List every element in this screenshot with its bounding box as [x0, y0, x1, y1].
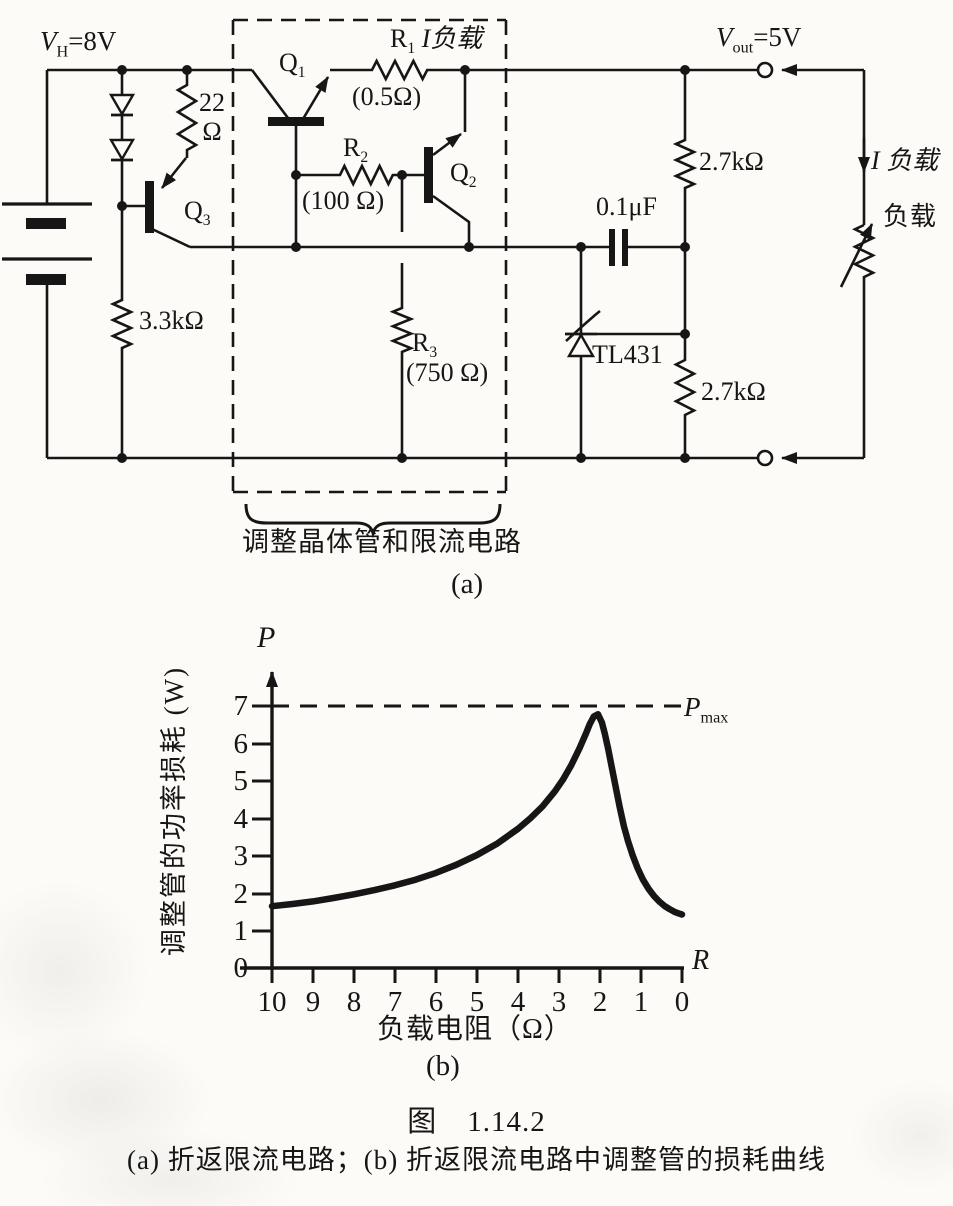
r2-value-label: (100 Ω) [302, 186, 385, 215]
battery [2, 70, 92, 458]
resistor-2k7-top [672, 70, 698, 334]
power-dissipation-chart [240, 671, 688, 983]
resistor-22 [175, 70, 199, 158]
dashed-box [231, 18, 508, 494]
subfigure-b-label: (b) [426, 1050, 460, 1082]
y-tick-label: 5 [233, 765, 249, 797]
x-tick-label: 2 [592, 986, 608, 1018]
transistor-q2 [424, 70, 471, 247]
x-tick-label: 9 [305, 986, 321, 1018]
resistor-r1 [330, 58, 465, 82]
vout-label: Vout=5V [716, 22, 802, 57]
x-axis-title: 负载电阻（Ω） [377, 1014, 573, 1045]
divider-bottom-label: 2.7kΩ [701, 377, 766, 406]
x-axis-ticks [270, 968, 684, 983]
load-current-label: I 负载 [871, 146, 939, 175]
y-axis-ticks [252, 704, 272, 970]
q1-label: Q1 [279, 48, 306, 82]
circuit-schematic [2, 18, 877, 539]
y-tick-label: 1 [233, 915, 249, 947]
diode-d2 [108, 138, 136, 206]
capacitor-label: 0.1μF [596, 192, 657, 221]
tl431-label: TL431 [592, 340, 663, 369]
resistor-3k3 [109, 206, 135, 458]
y-axis-letter: P [257, 621, 276, 654]
output-terminal-positive [756, 61, 864, 79]
transistor-q1 [250, 69, 330, 247]
r1-current-label: I负载 [421, 24, 483, 53]
divider-top-label: 2.7kΩ [699, 147, 764, 176]
resistor-r3 [389, 175, 415, 458]
r2-label: R2 [343, 133, 369, 167]
x-tick-label: 5 [469, 986, 485, 1018]
y-tick-label: 4 [233, 803, 249, 835]
brace [244, 503, 502, 539]
load-branch [839, 70, 877, 458]
figure-number-caption: 图 1.14.2 [407, 1106, 546, 1138]
pmax-label: Pmax [684, 692, 729, 727]
x-tick-label: 6 [428, 986, 444, 1018]
x-tick-label: 4 [510, 986, 526, 1018]
y-tick-label: 7 [233, 690, 249, 722]
variable-resistor-arrow [839, 223, 874, 288]
r1-value-label: (0.5Ω) [352, 82, 422, 111]
r3-label: R3 [412, 328, 438, 362]
figure-description-caption: (a) 折返限流电路；(b) 折返限流电路中调整管的损耗曲线 [127, 1145, 826, 1175]
output-terminal-negative [756, 449, 864, 467]
r1-label: R1 I负载 [390, 24, 483, 58]
vh-label: VH=8V [40, 26, 117, 61]
resistor-r2 [296, 163, 424, 187]
transistor-q3 [122, 157, 191, 249]
x-tick-label: 8 [346, 986, 362, 1018]
x-axis-letter: R [692, 945, 710, 976]
x-tick-label: 0 [674, 986, 690, 1018]
power-curve [268, 710, 686, 918]
resistor-2k7-bottom [673, 334, 697, 458]
r3-value-label: (750 Ω) [406, 358, 489, 387]
subfigure-a-label: (a) [451, 568, 484, 600]
q3-label: Q3 [184, 196, 211, 230]
x-tick-label: 10 [257, 986, 287, 1018]
bias-resistor-label: 3.3kΩ [139, 306, 204, 335]
load-label: 负载 [883, 202, 938, 231]
y-tick-label: 3 [233, 840, 249, 872]
y-tick-label: 2 [233, 878, 249, 910]
y-axis-title: 调整管的功率损耗 (W) [159, 665, 189, 957]
junction-dots [117, 65, 690, 463]
diode-d1 [108, 70, 136, 140]
x-tick-label: 3 [551, 986, 567, 1018]
y-tick-label: 6 [233, 728, 249, 760]
x-tick-label: 1 [633, 986, 649, 1018]
x-tick-label: 7 [387, 986, 403, 1018]
capacitor [609, 229, 685, 266]
q2-label: Q2 [450, 158, 477, 192]
tl431-symbol [565, 247, 685, 458]
block-caption: 调整晶体管和限流电路 [242, 527, 522, 557]
y-tick-label: 0 [233, 952, 249, 984]
